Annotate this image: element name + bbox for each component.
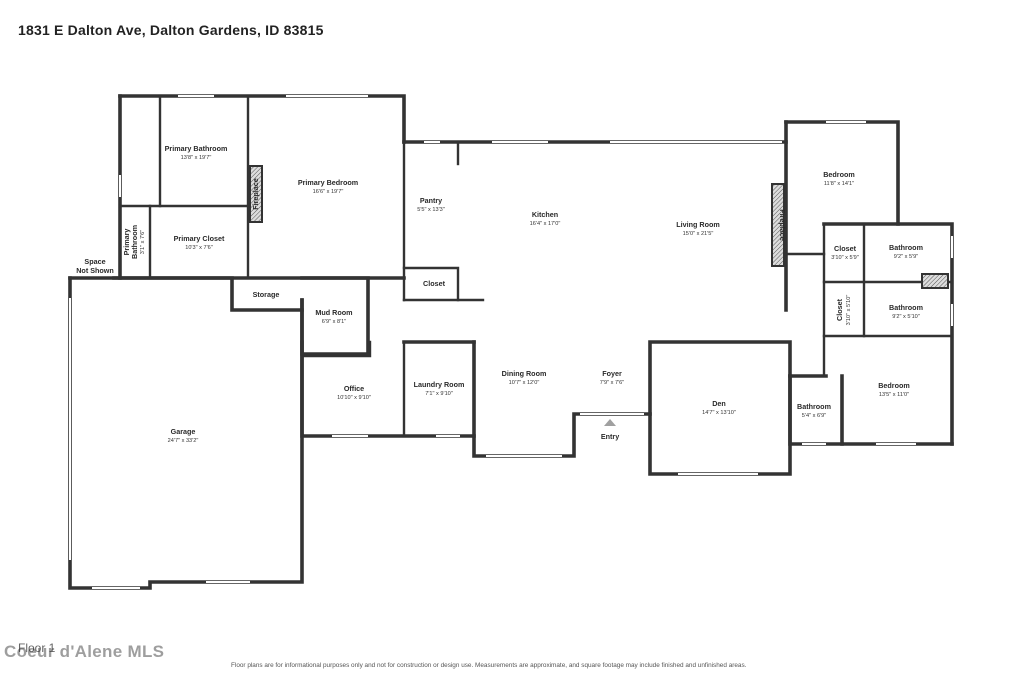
svg-text:15'0" x 21'5": 15'0" x 21'5" (683, 231, 714, 237)
watermark: Coeur d'Alene MLS (4, 642, 165, 661)
room-labels: Primary Bathroom 13'8" x 19'7" Primary B… (76, 144, 923, 444)
label-living-room: Living Room (676, 220, 720, 229)
label-bathroom-bottom: Bathroom (797, 402, 831, 411)
label-fireplace-left: Fireplace (251, 178, 260, 210)
label-primary-bathroom-small-2: Bathroom (130, 225, 139, 259)
label-entry: Entry (601, 432, 619, 441)
label-mud-room: Mud Room (315, 308, 352, 317)
svg-text:16'4" x 17'0": 16'4" x 17'0" (530, 221, 561, 227)
label-office: Office (344, 384, 364, 393)
svg-text:13'5" x 11'0": 13'5" x 11'0" (879, 392, 909, 398)
label-bathroom-right-mid: Bathroom (889, 303, 923, 312)
label-pantry: Pantry (420, 196, 442, 205)
label-bedroom-bottom: Bedroom (878, 381, 910, 390)
label-closet-kitchen: Closet (423, 279, 446, 288)
label-laundry-room: Laundry Room (414, 380, 465, 389)
svg-text:3'10" x 5'9": 3'10" x 5'9" (831, 255, 859, 261)
label-kitchen: Kitchen (532, 210, 558, 219)
svg-text:24'7" x 33'2": 24'7" x 33'2" (168, 438, 199, 444)
label-fireplace-right: Fireplace (778, 209, 787, 241)
label-bathroom-right-top: Bathroom (889, 243, 923, 252)
svg-text:5'4" x 6'9": 5'4" x 6'9" (802, 413, 826, 419)
label-primary-bathroom: Primary Bathroom (165, 144, 228, 153)
label-dining-room: Dining Room (502, 369, 547, 378)
fireplace-left (249, 165, 263, 223)
svg-text:10'7" x 12'0": 10'7" x 12'0" (509, 380, 540, 386)
label-primary-closet: Primary Closet (174, 234, 225, 243)
svg-text:10'10" x 9'10": 10'10" x 9'10" (337, 395, 371, 401)
label-bedroom-top: Bedroom (823, 170, 855, 179)
entry-arrow-icon (604, 419, 616, 426)
label-primary-bedroom: Primary Bedroom (298, 178, 358, 187)
label-garage: Garage (171, 427, 196, 436)
svg-text:9'2" x 5'10": 9'2" x 5'10" (892, 314, 920, 320)
label-space-not-shown-1: Space (84, 257, 105, 266)
svg-text:13'8" x 19'7": 13'8" x 19'7" (181, 155, 212, 161)
fireplace-small-right (921, 273, 949, 289)
page-title: 1831 E Dalton Ave, Dalton Gardens, ID 83… (18, 22, 324, 38)
svg-text:3'1" x 7'6": 3'1" x 7'6" (140, 230, 146, 254)
floor-label: Floor 1 (18, 641, 56, 655)
disclaimer-text: Floor plans are for informational purpos… (231, 662, 747, 669)
svg-text:6'9" x 8'1": 6'9" x 8'1" (322, 319, 346, 325)
label-space-not-shown-2: Not Shown (76, 266, 114, 275)
label-closet-right-top: Closet (834, 244, 857, 253)
svg-text:5'5" x 13'3": 5'5" x 13'3" (417, 207, 445, 213)
label-den: Den (712, 399, 726, 408)
label-storage: Storage (253, 290, 280, 299)
label-primary-bathroom-small-1: Primary (122, 229, 131, 256)
label-closet-right-mid: Closet (835, 298, 844, 321)
svg-text:3'10" x 5'10": 3'10" x 5'10" (846, 295, 852, 326)
svg-text:16'6" x 19'7": 16'6" x 19'7" (313, 189, 344, 195)
svg-text:7'9" x 7'6": 7'9" x 7'6" (600, 380, 624, 386)
svg-text:10'3" x 7'6": 10'3" x 7'6" (185, 245, 213, 251)
svg-text:14'7" x 13'10": 14'7" x 13'10" (702, 410, 736, 416)
label-foyer: Foyer (602, 369, 622, 378)
svg-text:7'1" x 9'10": 7'1" x 9'10" (425, 391, 453, 397)
svg-text:11'8" x 14'1": 11'8" x 14'1" (824, 181, 854, 187)
svg-text:9'2" x 5'9": 9'2" x 5'9" (894, 254, 918, 260)
fireplace-right (771, 183, 785, 267)
